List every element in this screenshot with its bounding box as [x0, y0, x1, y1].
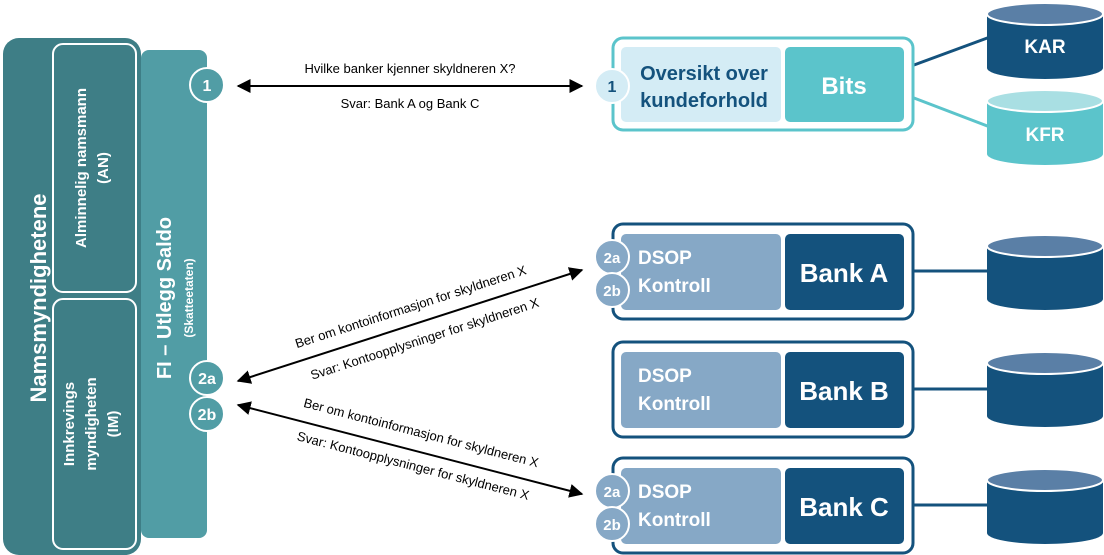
fi-utlegg-saldo-panel: FI – Utlegg Saldo (Skatteetaten) [141, 50, 207, 538]
bank-a-box: DSOP Kontroll Bank A 2a 2b [594, 222, 915, 321]
an-label-line1: Alminnelig namsmann [73, 88, 90, 248]
svg-text:1: 1 [203, 78, 212, 95]
connector-lines [913, 35, 991, 507]
double-arrow [236, 267, 584, 384]
badge-2a-left: 2a [189, 360, 225, 396]
svg-text:2a: 2a [604, 250, 621, 267]
bank-b-box: DSOP Kontroll Bank B [611, 340, 915, 439]
namsmyndighetene-title: Namsmyndighetene [26, 193, 51, 402]
bank-a-name: Bank A [800, 258, 889, 288]
bank-a-kontroll: Kontroll [638, 276, 711, 297]
im-label-line2: myndigheten [83, 377, 100, 470]
bank-b-kontroll: Kontroll [638, 394, 711, 415]
kar-label: KAR [1024, 37, 1065, 58]
im-box-frame [52, 298, 137, 550]
badge-2b-bank-a: 2b [594, 272, 630, 308]
bank-c-response-label: Svar: Kontoopplysninger for skyldneren X [295, 428, 531, 502]
an-label-line2: (AN) [95, 152, 112, 184]
im-label-line1: Innkrevings [61, 382, 78, 466]
bank-c-kontroll: Kontroll [638, 510, 711, 531]
arrow-bank-a: Ber om kontoinformasjon for skyldneren X… [236, 262, 584, 384]
double-arrow [236, 401, 584, 498]
im-box: Innkrevings myndigheten (IM) [52, 298, 137, 550]
kfr-database-icon: KFR [986, 89, 1104, 165]
oversikt-line2: kundeforhold [640, 90, 768, 112]
svg-text:2b: 2b [603, 283, 621, 300]
bank-a-dsop: DSOP [638, 248, 692, 269]
bank-b-name: Bank B [799, 376, 889, 406]
fi-title: FI – Utlegg Saldo [154, 217, 176, 379]
bank-c-dsop: DSOP [638, 482, 692, 503]
oversikt-line1: Oversikt over [640, 63, 768, 85]
kar-database-icon: KAR [986, 2, 1104, 79]
badge-2a-bank-c: 2a [594, 473, 630, 509]
oversikt-panel [621, 47, 781, 122]
im-label-line3: (IM) [105, 411, 122, 438]
bank-b-database-icon [986, 351, 1104, 427]
bank-c-database-icon [986, 468, 1104, 544]
bits-label: Bits [821, 73, 866, 100]
arrow-query-bits: Hvilke banker kjenner skyldneren X? Svar… [236, 61, 584, 111]
svg-text:1: 1 [608, 79, 617, 96]
bits-box: Oversikt over kundeforhold Bits 1 [594, 36, 915, 132]
arrow-q1-label: Hvilke banker kjenner skyldneren X? [305, 61, 516, 76]
svg-text:2a: 2a [198, 371, 216, 388]
svg-text:2b: 2b [603, 517, 621, 534]
kfr-label: KFR [1025, 125, 1064, 146]
an-box-frame [52, 43, 137, 293]
bank-b-dsop: DSOP [638, 366, 692, 387]
badge-1-left: 1 [189, 67, 225, 103]
arrow-bank-c: Ber om kontoinformasjon for skyldneren X… [236, 395, 584, 503]
badge-2b-left: 2b [189, 396, 225, 432]
svg-text:2a: 2a [604, 484, 621, 501]
arrow-a1-label: Svar: Bank A og Bank C [341, 96, 480, 111]
badge-1-bits: 1 [594, 68, 630, 104]
bits-panel [785, 47, 904, 122]
badge-2b-bank-c: 2b [594, 506, 630, 542]
fi-subtitle: (Skatteetaten) [182, 258, 196, 337]
badge-2a-bank-a: 2a [594, 239, 630, 275]
bank-a-database-icon [986, 234, 1104, 310]
bank-c-name: Bank C [799, 492, 889, 522]
bank-c-box: DSOP Kontroll Bank C 2a 2b [594, 456, 915, 555]
an-box: Alminnelig namsmann (AN) [52, 43, 137, 293]
svg-text:2b: 2b [198, 407, 217, 424]
